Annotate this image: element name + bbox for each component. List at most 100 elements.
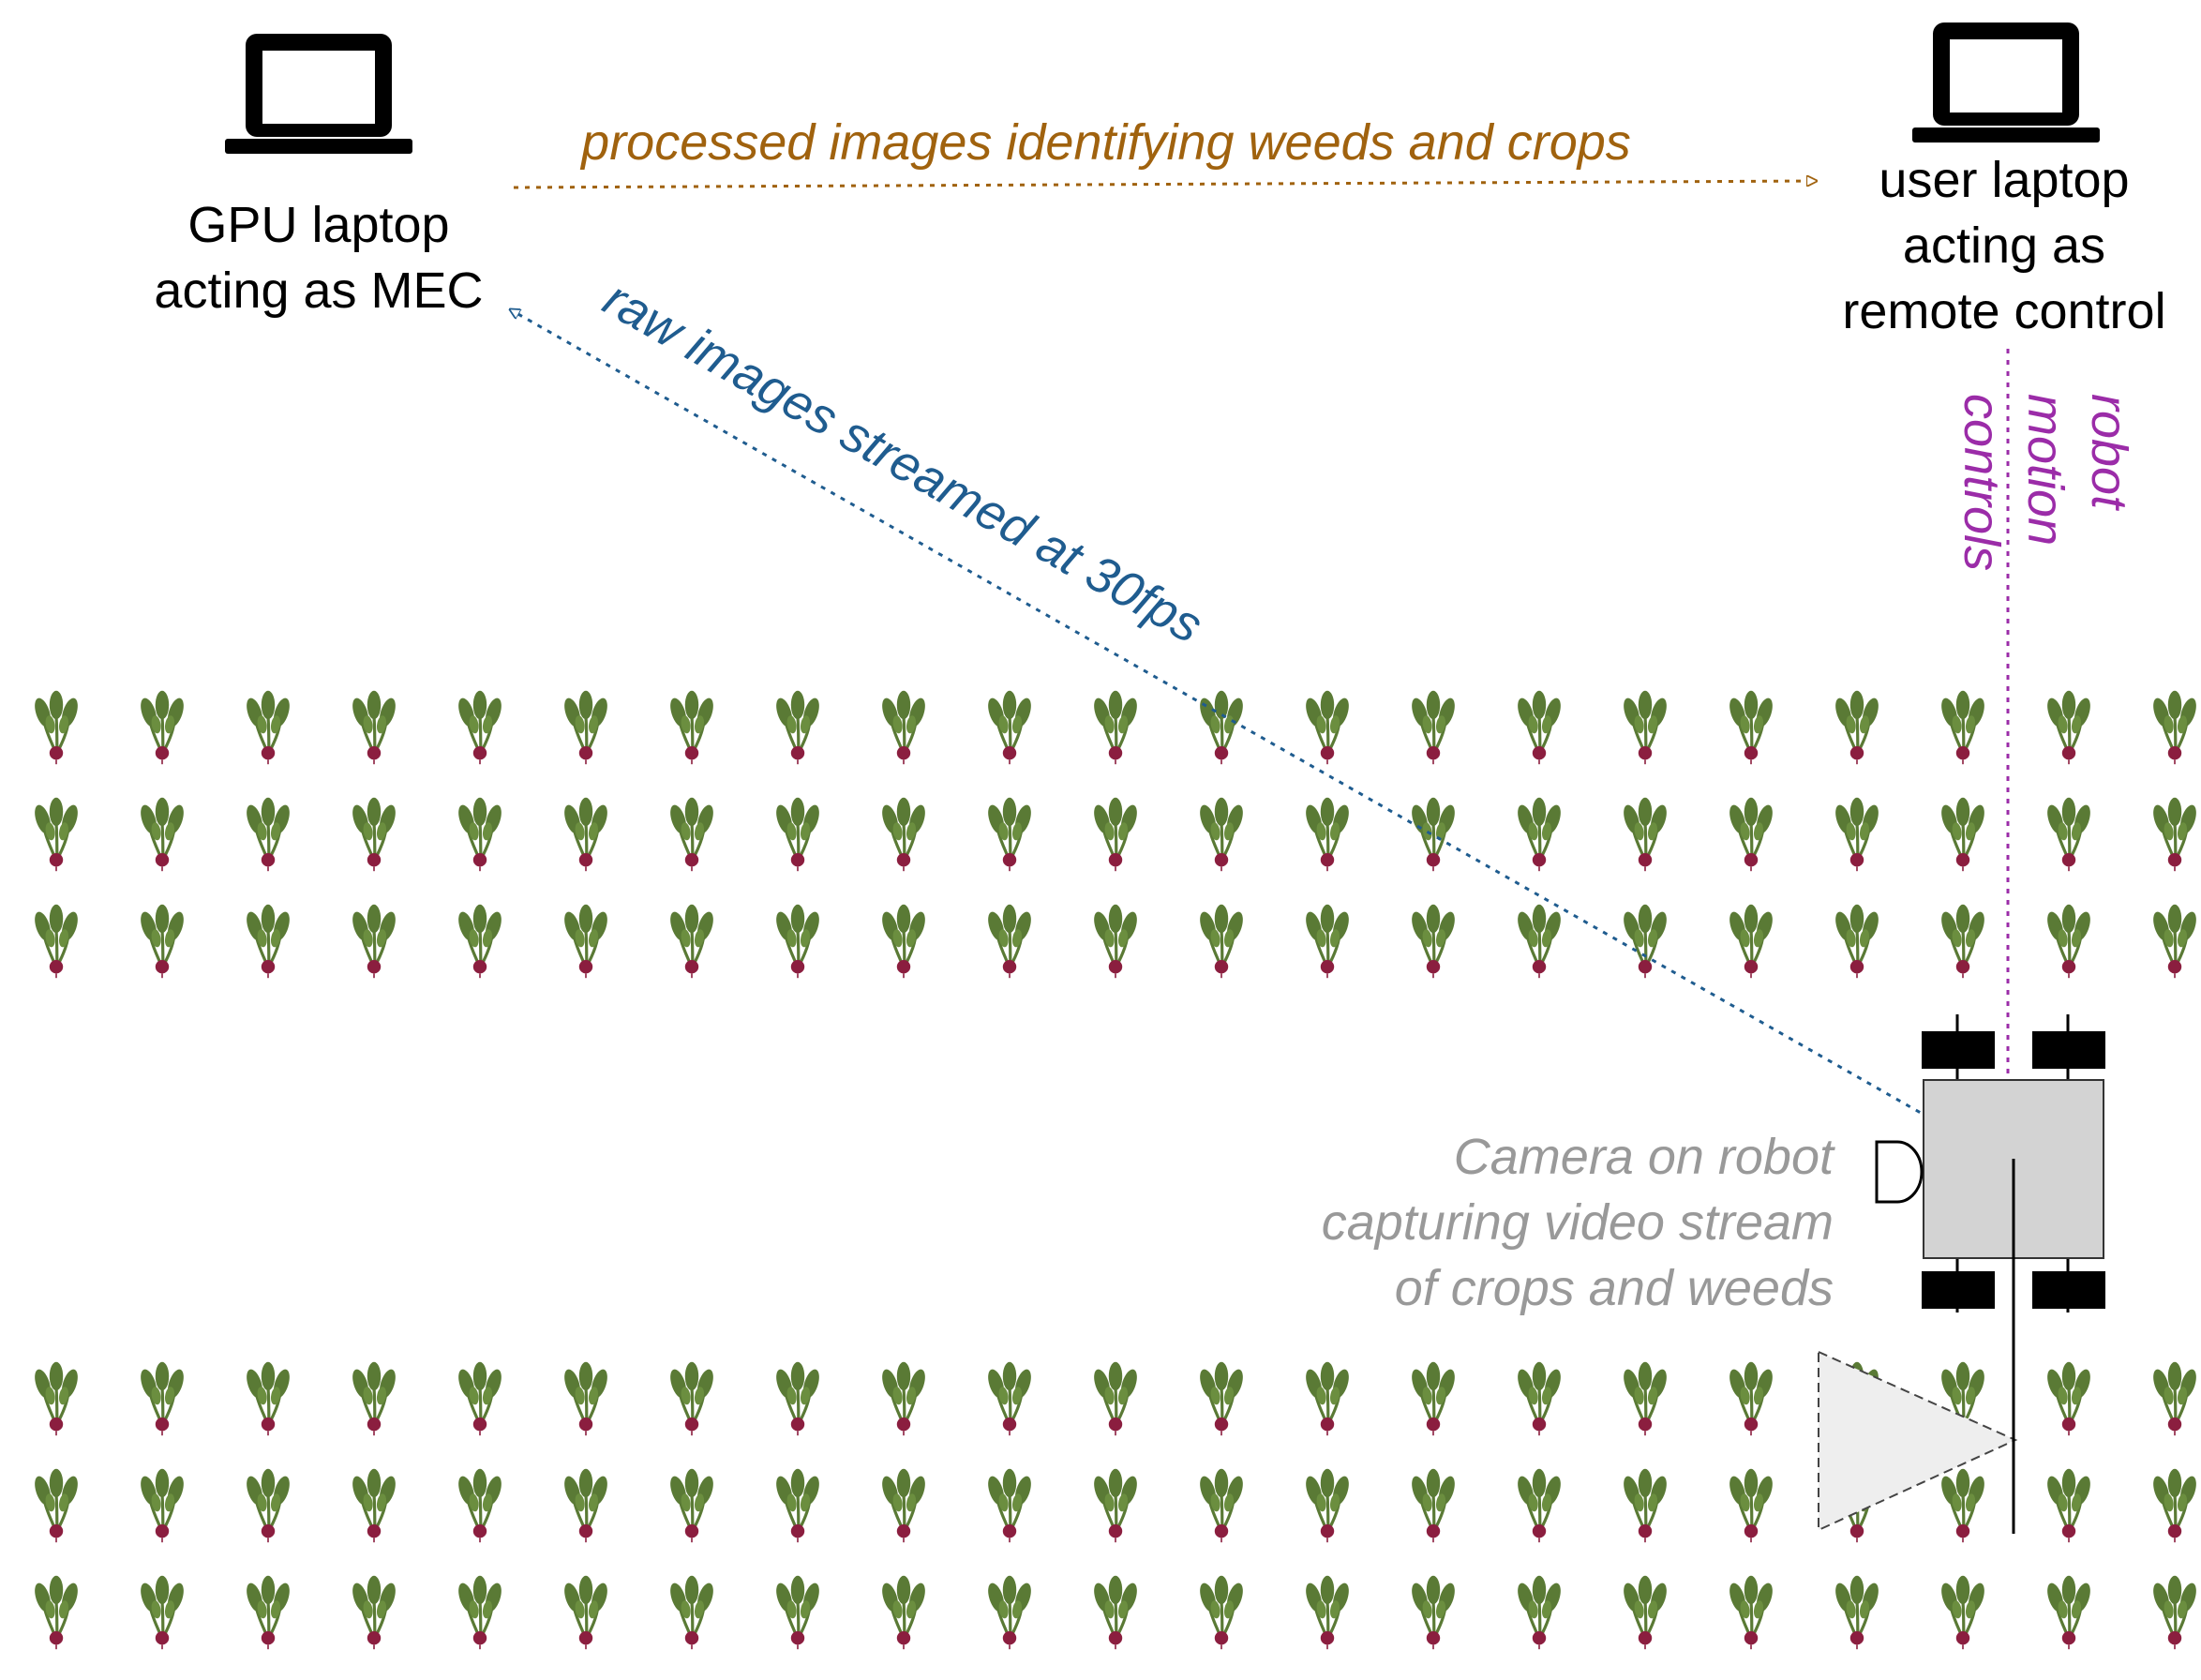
beet-plant-icon [1729,1573,1774,1652]
beet-plant-icon [2046,1573,2091,1652]
beet-plant-icon [352,902,397,981]
beet-plant-icon [1517,1466,1562,1545]
beet-plant-icon [1834,688,1879,767]
laptop-icon [225,34,412,154]
beet-plant-icon [352,1573,397,1652]
beet-plant-icon [457,1573,502,1652]
beet-plant-icon [775,795,820,874]
beet-plant-icon [1623,795,1668,874]
beet-plant-icon [34,902,79,981]
beet-plant-icon [140,1359,185,1438]
raw-images-label: raw images streamed at 30fps [594,270,1212,653]
beet-plant-icon [246,795,291,874]
robot-controls-label: robot motion controls [1954,394,2137,571]
beet-plant-icon [457,902,502,981]
beet-plant-icon [457,688,502,767]
beet-plant-icon [140,795,185,874]
beet-plant-icon [1199,902,1244,981]
beet-plant-icon [1729,1466,1774,1545]
beet-plant-icon [1623,688,1668,767]
beet-plant-icon [2046,1466,2091,1545]
camera-icon [1875,1140,1924,1204]
beet-plant-icon [34,795,79,874]
beet-plant-icon [881,688,926,767]
robot-wheel [2032,1031,2105,1069]
beet-plant-icon [1729,1359,1774,1438]
beet-plant-icon [563,688,608,767]
beet-plant-icon [1305,795,1350,874]
beet-plant-icon [352,1359,397,1438]
robot-wheel [1922,1271,1995,1309]
beet-plant-icon [987,902,1032,981]
robot-controls-label-line1: robot [2081,394,2137,511]
beet-plant-icon [1623,1573,1668,1652]
beet-plant-icon [34,1573,79,1652]
beet-plant-icon [1093,1359,1138,1438]
beet-plant-icon [669,688,714,767]
beet-plant-icon [563,1573,608,1652]
beet-plant-icon [1517,1359,1562,1438]
beet-plant-icon [1411,1466,1456,1545]
beet-plant-icon [1199,1466,1244,1545]
beet-plant-icon [1305,688,1350,767]
robot-controls-label-line3: controls [1954,394,2010,571]
robot-controls-label-line2: motion [2017,394,2074,546]
mec-label-line2: acting as MEC [154,262,483,319]
beet-plant-icon [669,1466,714,1545]
beet-plant-icon [563,1359,608,1438]
beet-plant-icon [881,902,926,981]
beet-plant-icon [1834,1573,1879,1652]
beet-plant-icon [352,688,397,767]
beet-plant-icon [987,1359,1032,1438]
beet-plant-icon [1729,902,1774,981]
camera-caption-line3: of crops and weeds [1395,1260,1834,1316]
crop-rows-upper [34,688,2197,981]
beet-plant-icon [457,1359,502,1438]
beet-plant-icon [1517,795,1562,874]
beet-plant-icon [2152,1359,2197,1438]
beet-plant-icon [1729,795,1774,874]
beet-plant-icon [1199,1573,1244,1652]
processed-images-arrow [513,181,1817,189]
beet-plant-icon [1411,688,1456,767]
beet-plant-icon [1940,1466,1985,1545]
beet-plant-icon [881,795,926,874]
beet-plant-icon [1517,688,1562,767]
beet-plant-icon [1093,688,1138,767]
beet-plant-icon [669,1359,714,1438]
beet-plant-icon [246,902,291,981]
beet-plant-icon [2152,902,2197,981]
beet-plant-icon [1623,1359,1668,1438]
user-laptop-label-line3: remote control [1842,283,2165,339]
raw-images-arrow [510,309,2009,1164]
beet-plant-icon [1199,688,1244,767]
beet-plant-icon [1411,902,1456,981]
beet-plant-icon [881,1359,926,1438]
beet-plant-icon [140,688,185,767]
beet-plant-icon [1093,902,1138,981]
beet-plant-icon [1729,688,1774,767]
beet-plant-icon [2152,1573,2197,1652]
beet-plant-icon [246,1573,291,1652]
robot-icon [1875,1014,2105,1534]
beet-plant-icon [1093,795,1138,874]
user-laptop-label-line2: acting as [1903,218,2105,274]
beet-plant-icon [457,1466,502,1545]
laptop-icon [1912,22,2100,142]
beet-plant-icon [881,1573,926,1652]
beet-plant-icon [1517,902,1562,981]
beet-plant-icon [1940,1573,1985,1652]
beet-plant-icon [669,902,714,981]
beet-plant-icon [775,1359,820,1438]
beet-plant-icon [1305,902,1350,981]
beet-plant-icon [2152,688,2197,767]
beet-plant-icon [563,1466,608,1545]
beet-plant-icon [775,1466,820,1545]
user-laptop-label-line1: user laptop [1879,152,2129,208]
beet-plant-icon [1940,688,1985,767]
beet-plant-icon [1411,795,1456,874]
beet-plant-icon [1411,1359,1456,1438]
beet-plant-icon [1305,1359,1350,1438]
beet-plant-icon [1517,1573,1562,1652]
